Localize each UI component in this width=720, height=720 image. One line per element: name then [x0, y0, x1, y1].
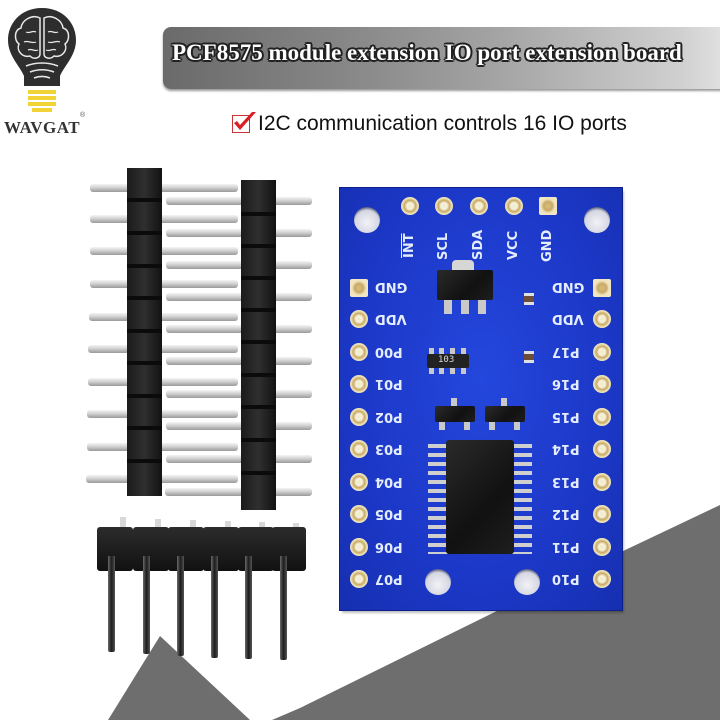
pad-left: [350, 440, 368, 458]
pad-left: [350, 570, 368, 588]
pad-left: [350, 375, 368, 393]
pad-right: [593, 570, 611, 588]
brand-name: WAVGAT: [4, 118, 81, 137]
label-p12: P12: [552, 506, 580, 521]
label-left-gnd: GND: [375, 279, 408, 294]
pad-left: [350, 505, 368, 523]
registered-mark: ®: [80, 112, 86, 119]
banner-title: PCF8575 module extension IO port extensi…: [172, 40, 682, 65]
label-p17: P17: [552, 344, 580, 359]
label-p05: P05: [375, 506, 403, 521]
capacitor: [524, 351, 534, 363]
pad-right: [593, 343, 611, 361]
label-p03: P03: [375, 441, 403, 456]
title-banner: [163, 27, 720, 89]
label-right-vdd: VDD: [552, 311, 584, 326]
pad-right: [593, 473, 611, 491]
label-vcc: VCC: [506, 230, 521, 260]
label-p02: P02: [375, 409, 403, 424]
label-p00: P00: [375, 344, 403, 359]
resistor-array: 103: [427, 354, 469, 368]
mounting-hole: [584, 207, 610, 233]
pad-vcc: [505, 197, 523, 215]
pad-int: [401, 197, 419, 215]
pad-right: [593, 408, 611, 426]
voltage-regulator: [437, 270, 493, 300]
pad-left: [350, 408, 368, 426]
pad-right: [593, 375, 611, 393]
label-scl: SCL: [436, 232, 451, 260]
pad-left: [350, 343, 368, 361]
label-p11: P11: [552, 539, 580, 554]
pcf8575-chip: [446, 440, 514, 554]
feature-text: I2C communication controls 16 IO ports: [258, 112, 627, 135]
label-sda: SDA: [471, 229, 486, 260]
label-p15: P15: [552, 409, 580, 424]
pad-gnd: [539, 197, 557, 215]
label-p07: P07: [375, 571, 403, 586]
label-p14: P14: [552, 441, 580, 456]
label-p13: P13: [552, 474, 580, 489]
pad-right: [593, 538, 611, 556]
label-left-vdd: VDD: [375, 311, 407, 326]
label-p16: P16: [552, 376, 580, 391]
pcf8575-board: INT SCL SDA VCC GND GND VDD P00 P01 P02 …: [340, 188, 622, 610]
pad-left: [350, 538, 368, 556]
checkmark-icon: [232, 112, 256, 133]
pad-left: [350, 473, 368, 491]
pad-right: [593, 440, 611, 458]
pad-right: [593, 505, 611, 523]
transistor: [485, 406, 525, 422]
feature-line: I2C communication controls 16 IO ports: [232, 112, 627, 136]
lightbulb-brain-icon: [8, 8, 76, 112]
mounting-hole: [354, 207, 380, 233]
label-gnd-top: GND: [540, 229, 555, 262]
brand-logo: [4, 4, 80, 134]
ic-leads-left: [428, 444, 448, 554]
label-p10: P10: [552, 571, 580, 586]
pad-left: [350, 279, 368, 297]
capacitor: [524, 293, 534, 305]
mounting-hole: [514, 569, 540, 595]
transistor: [435, 406, 475, 422]
regulator-tab: [452, 260, 474, 272]
pad-right: [593, 310, 611, 328]
label-int: INT: [402, 233, 417, 258]
label-p04: P04: [375, 474, 403, 489]
label-p01: P01: [375, 376, 403, 391]
pad-right: [593, 279, 611, 297]
ic-leads-right: [512, 444, 532, 554]
pad-left: [350, 310, 368, 328]
mounting-hole: [425, 569, 451, 595]
pad-scl: [435, 197, 453, 215]
pad-sda: [470, 197, 488, 215]
label-right-gnd: GND: [552, 279, 585, 294]
label-p06: P06: [375, 539, 403, 554]
resistor-marking: 103: [438, 355, 455, 365]
